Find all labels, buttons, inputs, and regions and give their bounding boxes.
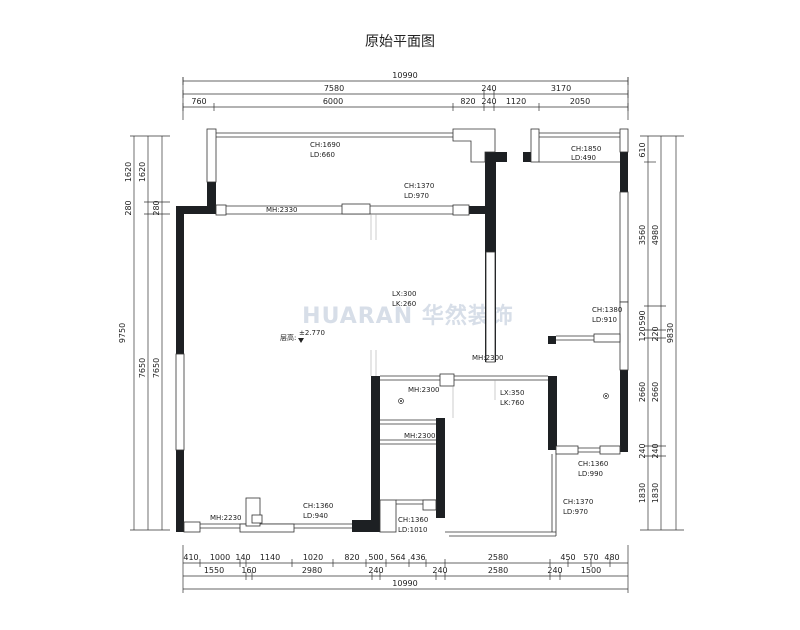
dim-top-overall: 10990: [392, 71, 417, 80]
dim-right-i4: 120: [638, 326, 647, 341]
dim-left-i3: 7650: [138, 358, 147, 378]
dim-top-2-3: 3170: [551, 84, 571, 93]
label-mh2300-b: MH:2300: [408, 386, 439, 394]
label-mh2230: MH:2230: [210, 514, 241, 522]
dim-right-m2: 220: [651, 326, 660, 341]
label-level-value: ±2.770: [299, 329, 325, 337]
dim-left-o3: 7650: [152, 358, 161, 378]
dim-right-m4: 240: [651, 443, 660, 458]
left-dimensions: [130, 135, 170, 531]
dim-bottom-1-10: 2580: [488, 553, 508, 562]
dim-top-2-1: 7580: [324, 84, 344, 93]
dim-right-i7: 1830: [638, 483, 647, 503]
label-ld970-top: LD:970: [404, 192, 429, 200]
bottom-dim-row2: 1550 160 2980 240 240 2580 240 1500: [204, 566, 601, 575]
dim-right-m5: 1830: [651, 483, 660, 503]
dim-bottom-overall: 10990: [392, 579, 417, 588]
label-ch1360-r: CH:1360: [578, 460, 608, 468]
dim-right-i2: 3560: [638, 225, 647, 245]
dim-bottom-2-8: 1500: [581, 566, 601, 575]
watermark: HUARAN 华然装饰: [302, 303, 514, 329]
dim-bottom-2-1: 1550: [204, 566, 224, 575]
label-ch1360-m: CH:1360: [398, 516, 428, 524]
dim-top-3-3: 820: [460, 97, 475, 106]
dim-bottom-2-2: 160: [241, 566, 256, 575]
label-lk260: LK:260: [392, 300, 416, 308]
label-lk760: LK:760: [500, 399, 524, 407]
dim-top-3-4: 240: [481, 97, 496, 106]
dim-bottom-1-8: 564: [390, 553, 405, 562]
dim-left-i1: 1620: [138, 162, 147, 182]
room-labels: CH:1690 LD:660 CH:1850 LD:490 CH:1370 LD…: [210, 141, 622, 534]
label-ch1370-b: CH:1370: [563, 498, 593, 506]
dim-top-2-2: 240: [481, 84, 496, 93]
label-ch1370-top: CH:1370: [404, 182, 434, 190]
label-ch1360-l: CH:1360: [303, 502, 333, 510]
beam-lines: [370, 214, 496, 418]
bottom-dimensions: [182, 545, 629, 593]
label-ld660: LD:660: [310, 151, 335, 159]
label-ch1380: CH:1380: [592, 306, 622, 314]
dim-bottom-1-11: 450: [560, 553, 575, 562]
walls: [176, 152, 628, 532]
dim-bottom-1-6: 820: [344, 553, 359, 562]
dim-bottom-1-7: 500: [368, 553, 383, 562]
dim-left-o1: 1620: [124, 162, 133, 182]
dim-bottom-1-12: 570: [583, 553, 598, 562]
drain-icon: [398, 398, 404, 404]
label-ch1850: CH:1850: [571, 145, 601, 153]
dim-bottom-2-3: 2980: [302, 566, 322, 575]
label-ch1690: CH:1690: [310, 141, 340, 149]
dim-top-3-2: 6000: [323, 97, 343, 106]
bottom-dim-row1: 410 1000 140 1140 1020 820 500 564 436 2…: [183, 553, 619, 562]
label-ld490: LD:490: [571, 154, 596, 162]
dim-bottom-1-3: 140: [235, 553, 250, 562]
level-marker-icon: [298, 338, 304, 343]
dim-bottom-2-5: 240: [432, 566, 447, 575]
floor-drains: [398, 393, 609, 404]
dim-bottom-1-9: 436: [410, 553, 425, 562]
right-dimensions: [640, 135, 684, 531]
dim-bottom-1-13: 480: [604, 553, 619, 562]
dim-bottom-2-6: 2580: [488, 566, 508, 575]
dim-right-m1: 4980: [651, 225, 660, 245]
label-lx300: LX:300: [392, 290, 416, 298]
dim-right-i6: 240: [638, 443, 647, 458]
dim-bottom-2-7: 240: [547, 566, 562, 575]
dim-top-3-1: 760: [191, 97, 206, 106]
dim-top-3-6: 2050: [570, 97, 590, 106]
dim-bottom-2-4: 240: [368, 566, 383, 575]
label-ld970-b: LD:970: [563, 508, 588, 516]
window-frames: [175, 128, 629, 537]
label-ld940: LD:940: [303, 512, 328, 520]
drain-icon: [603, 393, 609, 399]
label-mh2330-top: MH:2330: [266, 206, 297, 214]
dim-bottom-1-1: 410: [183, 553, 198, 562]
label-level: 层高:: [280, 333, 296, 342]
dim-right-m3: 2660: [651, 382, 660, 402]
dim-left-o2: 280: [124, 200, 133, 215]
dim-top-3-5: 1120: [506, 97, 526, 106]
top-dimensions: [182, 77, 629, 120]
dim-right-i3: 590: [638, 310, 647, 325]
label-mh2300-c: MH:2300: [404, 432, 435, 440]
label-ld1010: LD:1010: [398, 526, 427, 534]
label-mh2300-a: MH:2300: [472, 354, 503, 362]
dim-left-overall: 9750: [118, 323, 127, 343]
plan-title: 原始平面图: [365, 34, 435, 50]
label-ld990: LD:990: [578, 470, 603, 478]
dim-bottom-1-2: 1000: [210, 553, 230, 562]
label-ld910: LD:910: [592, 316, 617, 324]
dim-bottom-1-4: 1140: [260, 553, 280, 562]
label-lx350: LX:350: [500, 389, 524, 397]
dim-bottom-1-5: 1020: [303, 553, 323, 562]
dim-right-overall: 9830: [666, 323, 675, 343]
dim-right-i5: 2660: [638, 382, 647, 402]
dim-left-i2: 280: [152, 200, 161, 215]
dim-right-i1: 610: [638, 142, 647, 157]
